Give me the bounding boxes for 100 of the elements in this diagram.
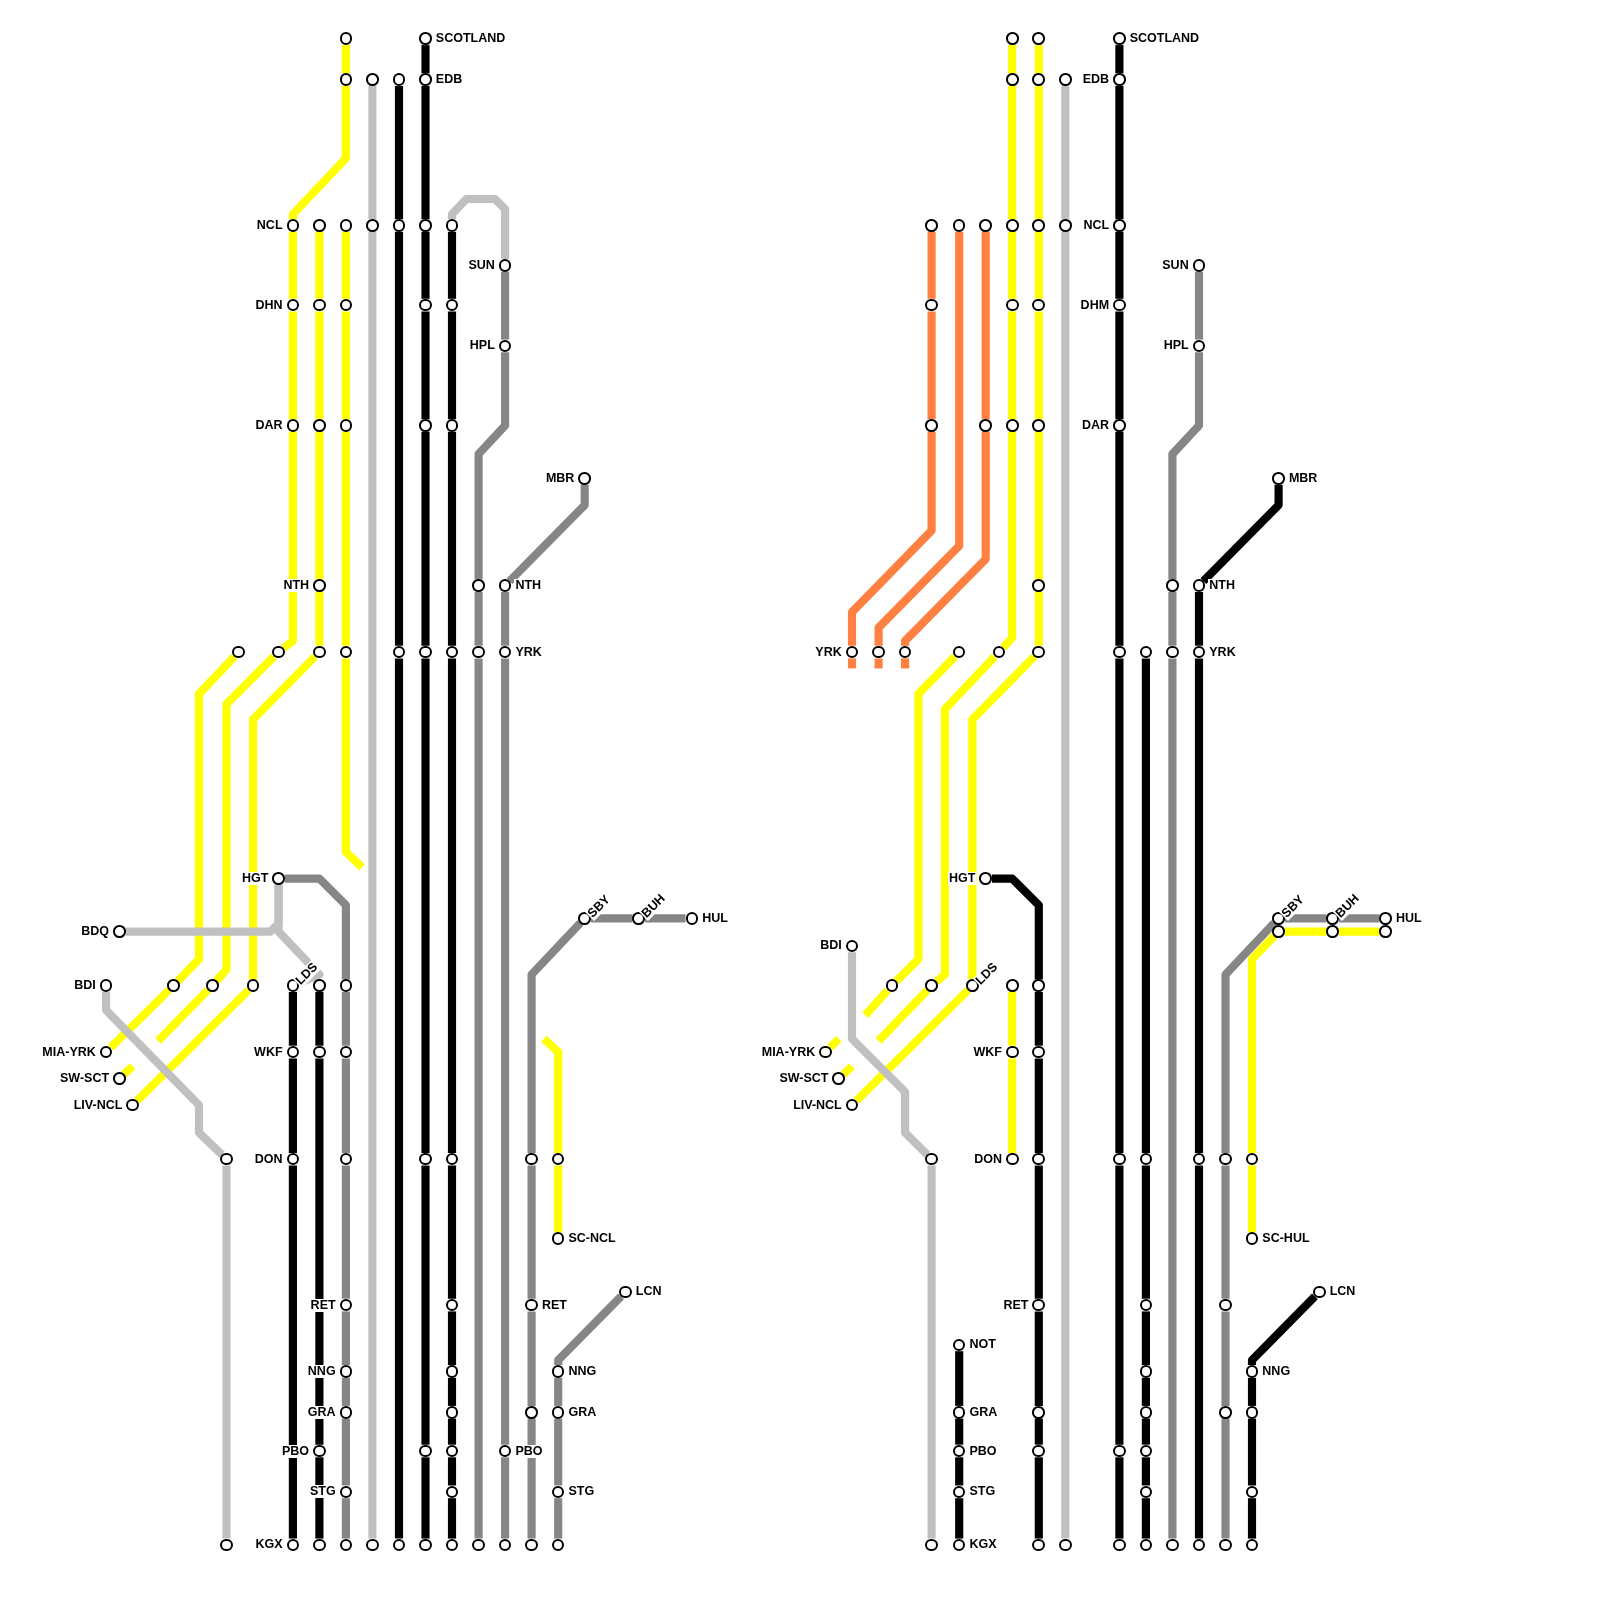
station-label: SUN: [467, 258, 496, 272]
rail-line: [1115, 45, 1124, 74]
rail-line: [1141, 1165, 1150, 1299]
station-label: YRK: [814, 645, 843, 659]
rail-line: [341, 1377, 350, 1406]
station-label: YRK: [1208, 645, 1237, 659]
station-circle: [1032, 1152, 1046, 1166]
rail-line: [501, 658, 510, 1445]
station-circle: [445, 645, 459, 659]
station-circle: [339, 645, 353, 659]
rail-line: [1115, 658, 1124, 1153]
station-circle: [1245, 1152, 1259, 1166]
station-circle: [445, 1152, 459, 1166]
rail-line: [527, 1165, 536, 1299]
station-circle: [1005, 73, 1019, 86]
rail-line: [288, 992, 297, 1046]
rail-line: [1034, 431, 1043, 580]
rail-line: [645, 914, 686, 923]
station-circle: [925, 979, 938, 992]
rail-line: [1247, 1418, 1257, 1486]
station-label: DON: [253, 1152, 284, 1166]
rail-line: [421, 45, 430, 74]
rail-line: [992, 874, 1043, 980]
station-label: HGT: [240, 872, 270, 886]
station-label: PBO: [968, 1444, 998, 1458]
station-label: HUL: [701, 911, 729, 925]
station-circle: [551, 1538, 565, 1552]
station-label: STG: [308, 1485, 337, 1499]
rail-line: [1061, 85, 1070, 220]
rail-line: [1034, 231, 1043, 299]
station-circle: [925, 419, 938, 432]
station-circle: [392, 645, 406, 659]
rail-line: [1221, 1165, 1230, 1299]
rail-line: [1194, 658, 1204, 1153]
rail-line: [955, 1418, 964, 1445]
station-circle: [1005, 219, 1019, 232]
rail-line: [121, 1063, 136, 1078]
rail-line: [1194, 592, 1204, 646]
rail-line: [1115, 431, 1124, 646]
rail-line: [341, 311, 350, 420]
rail-line: [1115, 85, 1124, 220]
station-circle: [551, 1152, 565, 1166]
rail-line: [927, 1165, 936, 1539]
rail-line: [474, 658, 483, 1539]
rail-line: [501, 1457, 510, 1539]
rail-line: [421, 658, 430, 1153]
station-circle: [419, 419, 432, 432]
rail-line: [315, 431, 324, 580]
station-circle: [1032, 298, 1046, 312]
rail-line: [501, 271, 510, 340]
rail-line: [102, 992, 225, 1158]
station-circle: [445, 1485, 459, 1499]
rail-line: [222, 1165, 231, 1539]
rail-line: [315, 311, 324, 420]
rail-line: [847, 952, 931, 1158]
rail-line: [315, 1457, 324, 1539]
rail-line: [249, 653, 318, 980]
station-circle: [1166, 1538, 1179, 1552]
station-label: MIA-YRK: [760, 1045, 817, 1059]
rail-line: [341, 1498, 350, 1539]
rail-line: [1034, 45, 1043, 74]
rail-line: [213, 653, 277, 984]
station-label: DON: [973, 1152, 1003, 1166]
station-label: GRA: [567, 1405, 598, 1419]
rail-line: [1339, 927, 1380, 936]
rail-line: [874, 231, 964, 646]
station-circle: [1139, 1538, 1153, 1552]
rail-line: [1008, 231, 1017, 299]
rail-line: [1115, 1457, 1124, 1539]
station-circle: [220, 1152, 233, 1166]
station-circle: [167, 979, 180, 992]
station-label: PBO: [514, 1444, 544, 1458]
rail-line: [1141, 1457, 1150, 1486]
station-circle: [445, 1538, 459, 1552]
station-circle: [979, 219, 992, 232]
station-circle: [925, 1152, 938, 1166]
station-circle: [366, 73, 379, 86]
rail-line: [421, 85, 430, 220]
rail-line: [933, 653, 998, 985]
station-circle: [525, 1405, 538, 1419]
rail-line: [394, 658, 404, 1539]
rail-line: [1008, 1058, 1017, 1153]
station-label: DHN: [254, 298, 284, 312]
rail-line: [1141, 1377, 1150, 1406]
rail-line: [288, 85, 350, 220]
rail-line: [447, 658, 457, 1153]
station-circle: [445, 219, 459, 232]
station-label: LIV-NCL: [72, 1098, 124, 1112]
station-circle: [313, 1538, 326, 1552]
rail-line: [341, 1058, 350, 1153]
station-circle: [1032, 1405, 1046, 1419]
station-circle: [339, 979, 353, 992]
rail-line: [341, 1165, 350, 1299]
rail-line: [1247, 1165, 1257, 1233]
rail-line: [274, 884, 324, 987]
station-label: RET: [1002, 1298, 1030, 1312]
station-label: DHM: [1079, 298, 1111, 312]
station-circle: [952, 645, 966, 659]
station-label: MIA-YRK: [41, 1045, 97, 1059]
station-circle: [445, 1405, 459, 1419]
